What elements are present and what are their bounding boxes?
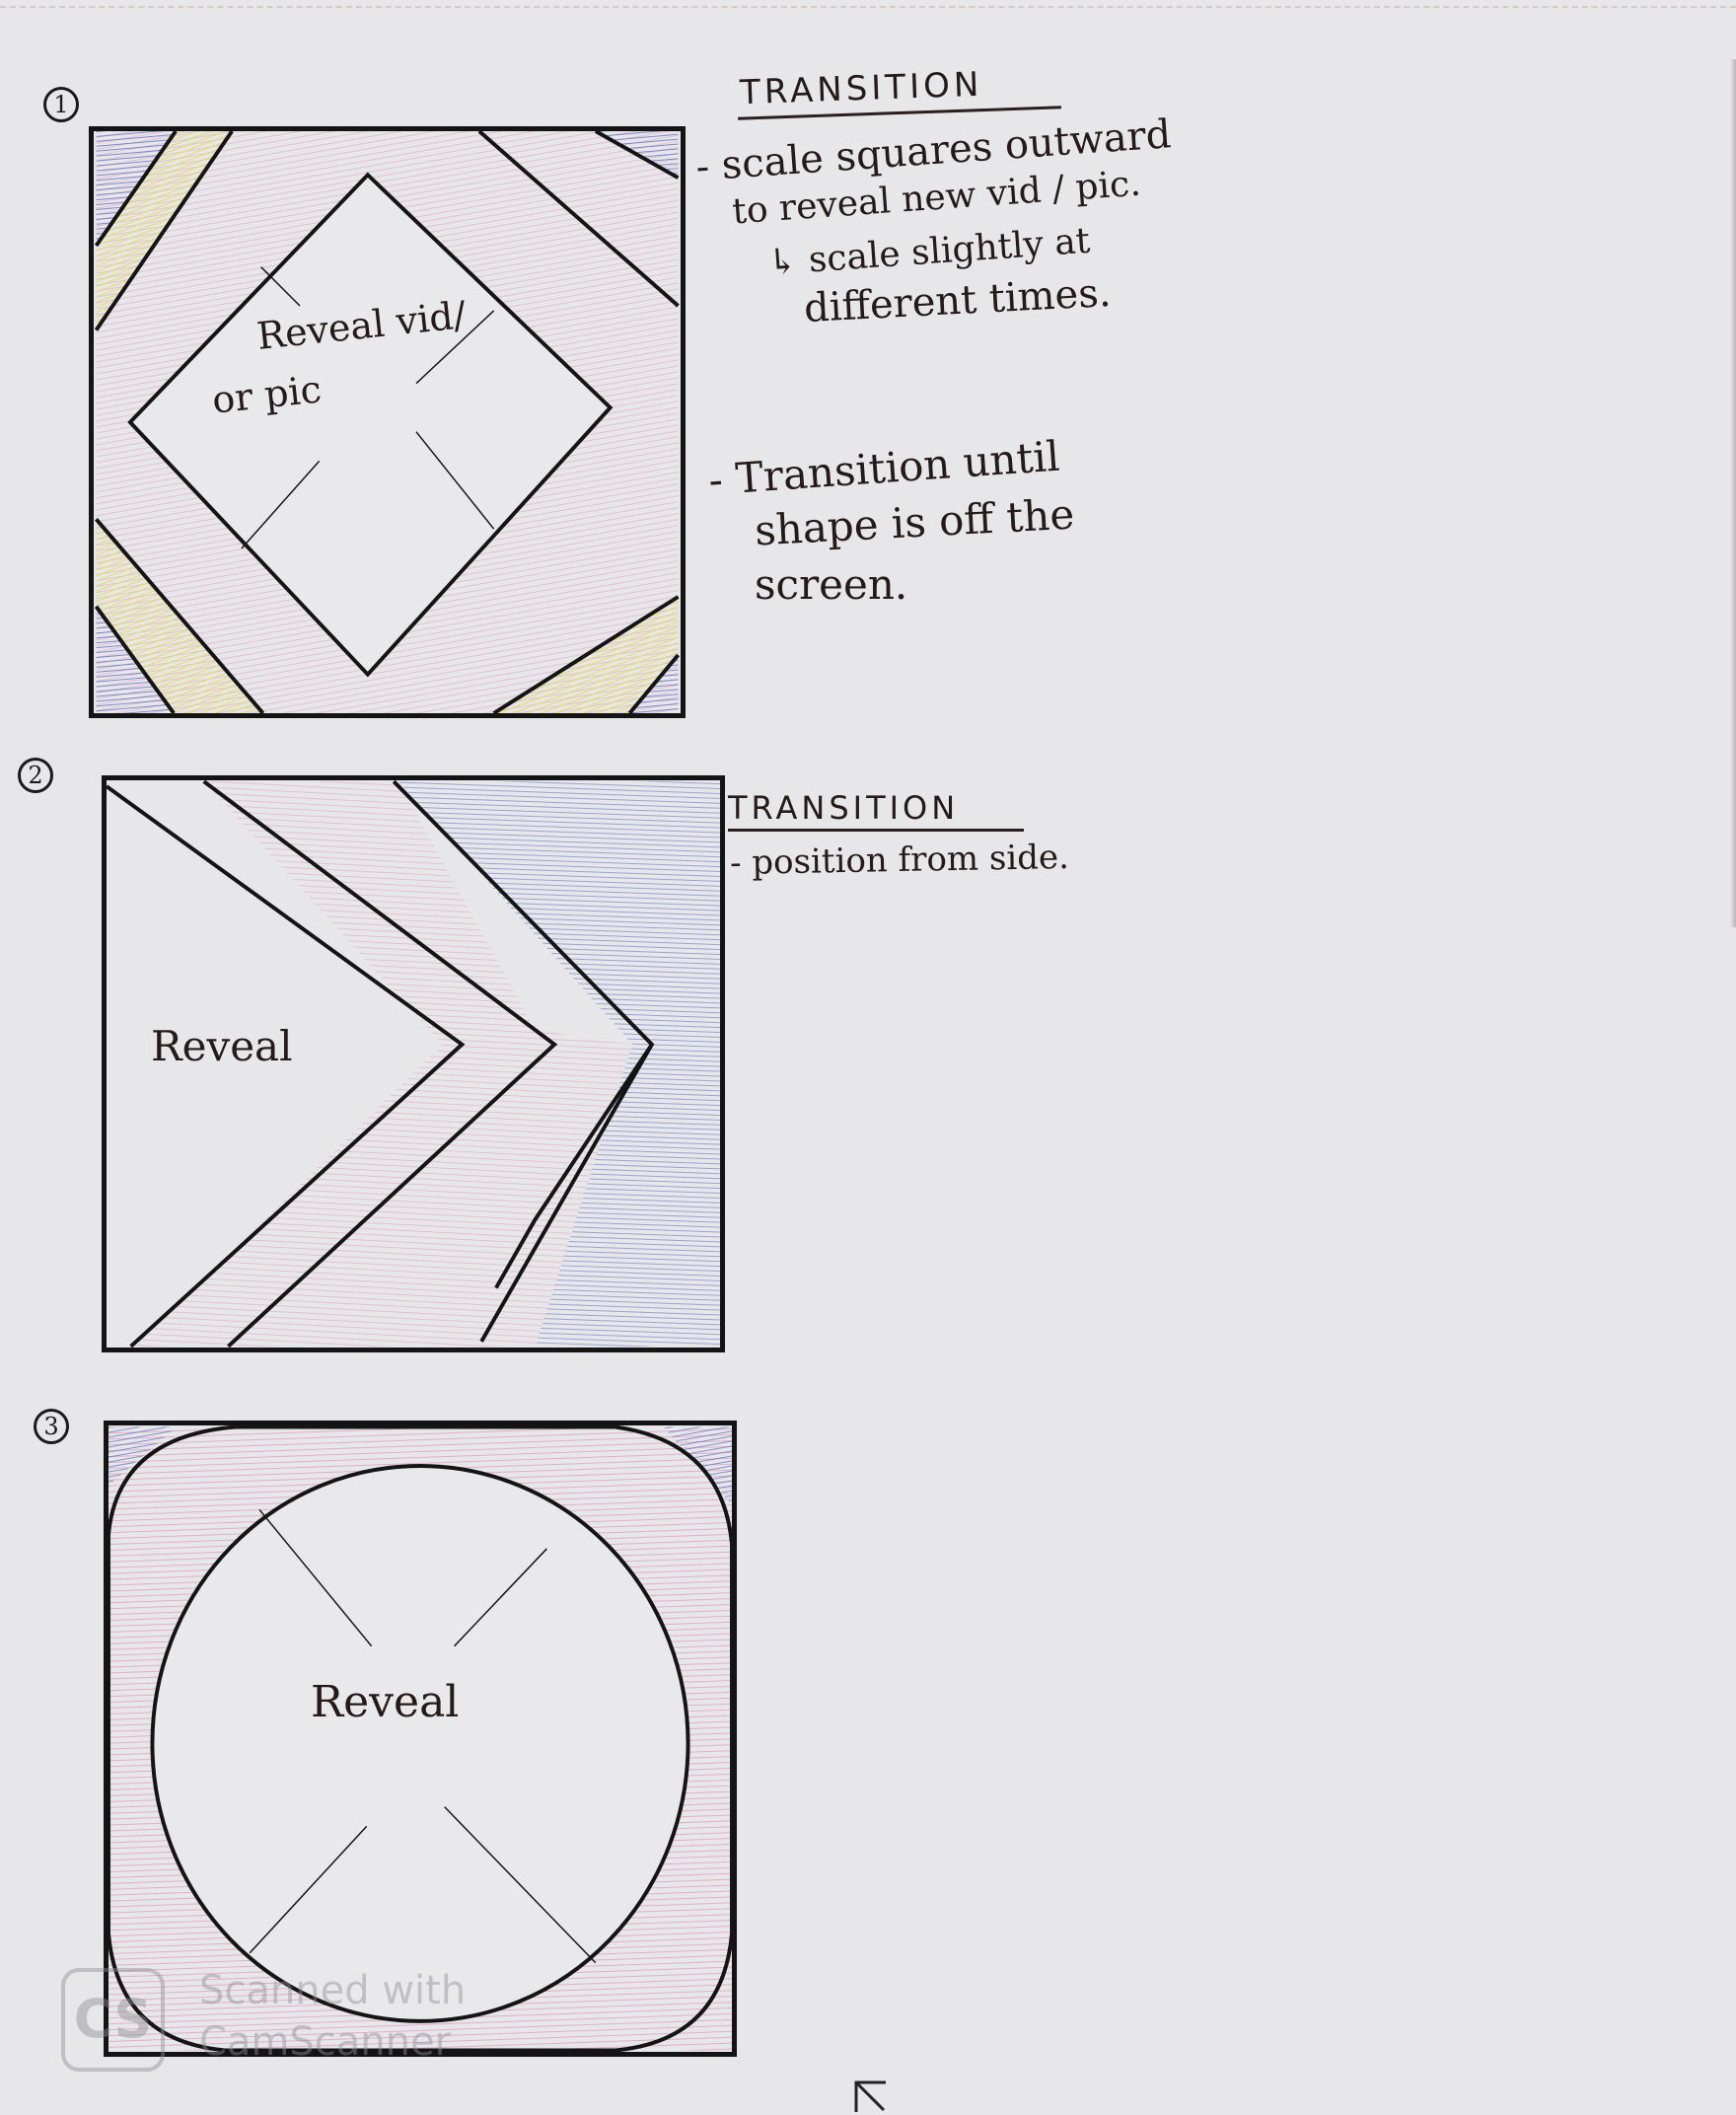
pink-chevron-band bbox=[135, 781, 536, 1347]
arrow-mark-icon bbox=[854, 2080, 886, 2112]
chevron-outer bbox=[392, 780, 655, 1289]
frame-3-panel: Reveal bbox=[104, 1421, 737, 2057]
watermark-line-2: CamScanner bbox=[199, 2019, 452, 2065]
frame-2-sketch bbox=[107, 780, 720, 1348]
frame-3-number: 3 bbox=[34, 1409, 69, 1444]
frame-1-note-7: screen. bbox=[755, 560, 908, 609]
blue-outer-band bbox=[398, 781, 720, 1347]
frame-3-reveal-label: Reveal bbox=[311, 1677, 460, 1727]
frame-1-note-4: different times. bbox=[803, 269, 1113, 332]
frame-1-panel: Reveal vid/ or pic bbox=[89, 126, 686, 718]
chevron-middle bbox=[202, 780, 558, 1348]
frame-2-reveal-label: Reveal bbox=[151, 1022, 293, 1070]
frame-1-note-6: shape is off the bbox=[753, 489, 1076, 555]
frame-1-number: 1 bbox=[43, 87, 79, 122]
frame-2-heading: TRANSITION bbox=[728, 789, 960, 827]
outer-rounded-ring bbox=[108, 1425, 732, 2052]
frame-2-heading-underline bbox=[728, 829, 1024, 832]
paper-right-edge bbox=[1730, 59, 1736, 927]
frame-1-heading: TRANSITION bbox=[739, 64, 983, 113]
watermark-line-1: Scanned with bbox=[199, 1968, 467, 2013]
frame-3-sketch bbox=[108, 1425, 732, 2052]
camscanner-logo-icon: CS bbox=[61, 1968, 165, 2072]
frame-2-number: 2 bbox=[18, 758, 53, 793]
chevron-inner bbox=[107, 784, 466, 1348]
blue-corner-tl bbox=[108, 1426, 178, 1486]
reveal-diamond bbox=[127, 172, 614, 678]
frame-2-note-1: - position from side. bbox=[729, 838, 1070, 883]
reveal-circle bbox=[150, 1464, 690, 2023]
paper-top-edge bbox=[0, 0, 1736, 8]
frame-1-sketch bbox=[94, 131, 681, 713]
frame-2-panel: Reveal bbox=[102, 775, 725, 1352]
camscanner-watermark: CS Scanned with CamScanner bbox=[61, 1968, 554, 2077]
